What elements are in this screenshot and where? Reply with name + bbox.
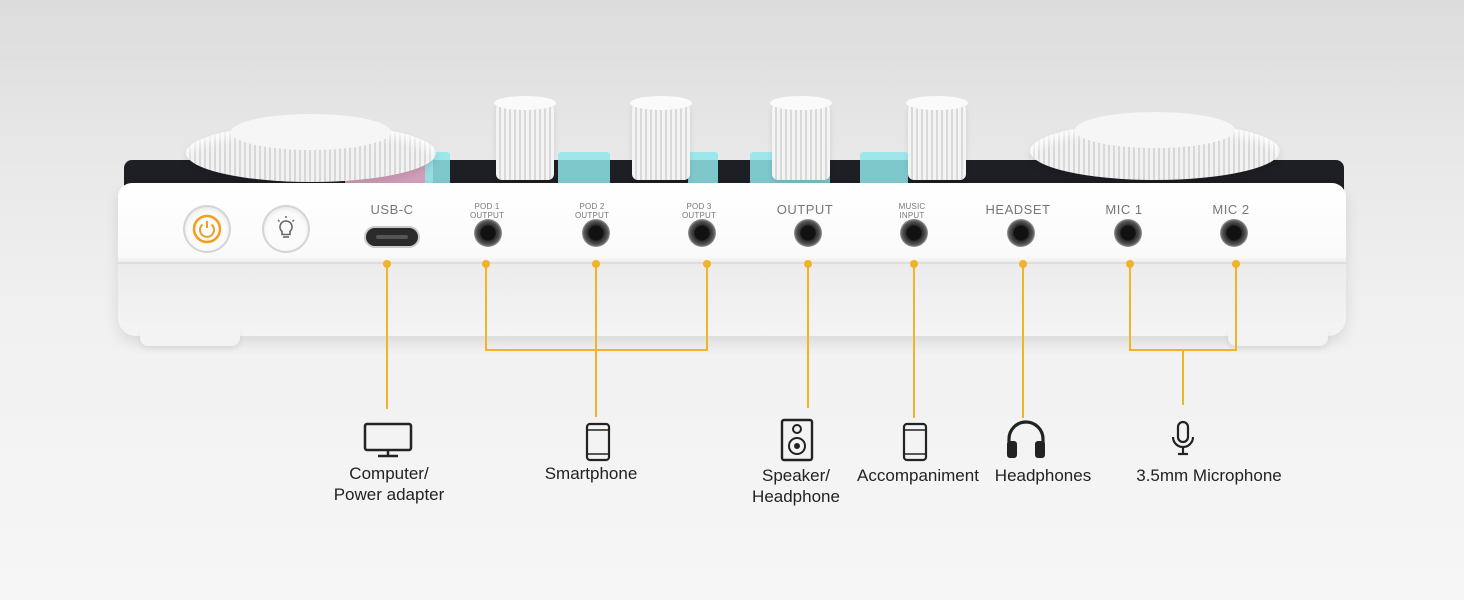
output-label: OUTPUT xyxy=(776,202,834,217)
power-button[interactable] xyxy=(185,207,229,251)
connector-dot xyxy=(1126,260,1134,268)
cyan-light-strip xyxy=(558,152,610,186)
smartphone-icon xyxy=(902,422,928,462)
usbc-label: USB-C xyxy=(370,202,414,217)
connector-line xyxy=(807,263,809,408)
connector-line xyxy=(485,349,708,351)
headphones-icon xyxy=(1007,420,1045,458)
computer-label: Computer/ Power adapter xyxy=(333,464,445,504)
connector-dot xyxy=(804,260,812,268)
usbc-port[interactable] xyxy=(366,228,418,246)
connector-dot xyxy=(910,260,918,268)
connector-line xyxy=(1129,263,1131,351)
smartphone-label: Smartphone xyxy=(544,464,638,483)
headphones-label: Headphones xyxy=(994,466,1092,485)
pod3-output-jack[interactable] xyxy=(688,219,716,247)
pod2-knob[interactable] xyxy=(630,96,692,180)
music-input-jack[interactable] xyxy=(900,219,928,247)
headset-jack[interactable] xyxy=(1007,219,1035,247)
left-large-knob[interactable] xyxy=(186,114,436,182)
right-large-knob[interactable] xyxy=(1030,112,1280,180)
accompaniment-label: Accompaniment xyxy=(857,466,979,485)
headset-label: HEADSET xyxy=(985,202,1051,217)
mic1-label: MIC 1 xyxy=(1105,202,1143,217)
microphone-label: 3.5mm Microphone xyxy=(1136,466,1282,485)
speaker-label: Speaker/ Headphone xyxy=(752,466,840,506)
power-icon xyxy=(192,214,222,244)
connector-dot xyxy=(383,260,391,268)
device-foot-left xyxy=(140,330,240,346)
cyan-light-strip xyxy=(688,152,718,186)
connector-line xyxy=(1022,263,1024,418)
pod1-output-label: POD 1 OUTPUT xyxy=(469,202,505,220)
pod1-knob[interactable] xyxy=(494,96,556,180)
music-input-label: MUSIC INPUT xyxy=(898,202,926,220)
connector-line xyxy=(706,263,708,351)
device-front-panel xyxy=(118,183,1346,336)
pod2-output-jack[interactable] xyxy=(582,219,610,247)
output-knob[interactable] xyxy=(770,96,832,180)
mic2-jack[interactable] xyxy=(1220,219,1248,247)
pod2-output-label: POD 2 OUTPUT xyxy=(574,202,610,220)
output-jack[interactable] xyxy=(794,219,822,247)
connector-line xyxy=(1235,263,1237,351)
microphone-icon xyxy=(1171,420,1195,456)
connector-line xyxy=(485,263,487,351)
mic1-jack[interactable] xyxy=(1114,219,1142,247)
pod3-output-label: POD 3 OUTPUT xyxy=(681,202,717,220)
connector-dot xyxy=(1232,260,1240,268)
mic2-label: MIC 2 xyxy=(1212,202,1250,217)
monitor-icon xyxy=(363,422,413,458)
connector-dot xyxy=(592,260,600,268)
pod1-output-jack[interactable] xyxy=(474,219,502,247)
device-seam xyxy=(118,262,1346,264)
connector-line xyxy=(1182,349,1184,405)
connector-line xyxy=(386,263,388,409)
light-button[interactable] xyxy=(264,207,308,251)
light-bulb-icon xyxy=(277,216,295,238)
connector-line xyxy=(595,263,597,417)
device-foot-right xyxy=(1228,330,1328,346)
speaker-icon xyxy=(780,418,814,462)
connector-dot xyxy=(482,260,490,268)
smartphone-icon xyxy=(585,422,611,462)
connector-dot xyxy=(1019,260,1027,268)
connector-line xyxy=(913,263,915,418)
cyan-light-strip xyxy=(860,152,908,186)
connector-dot xyxy=(703,260,711,268)
music-knob[interactable] xyxy=(906,96,968,180)
